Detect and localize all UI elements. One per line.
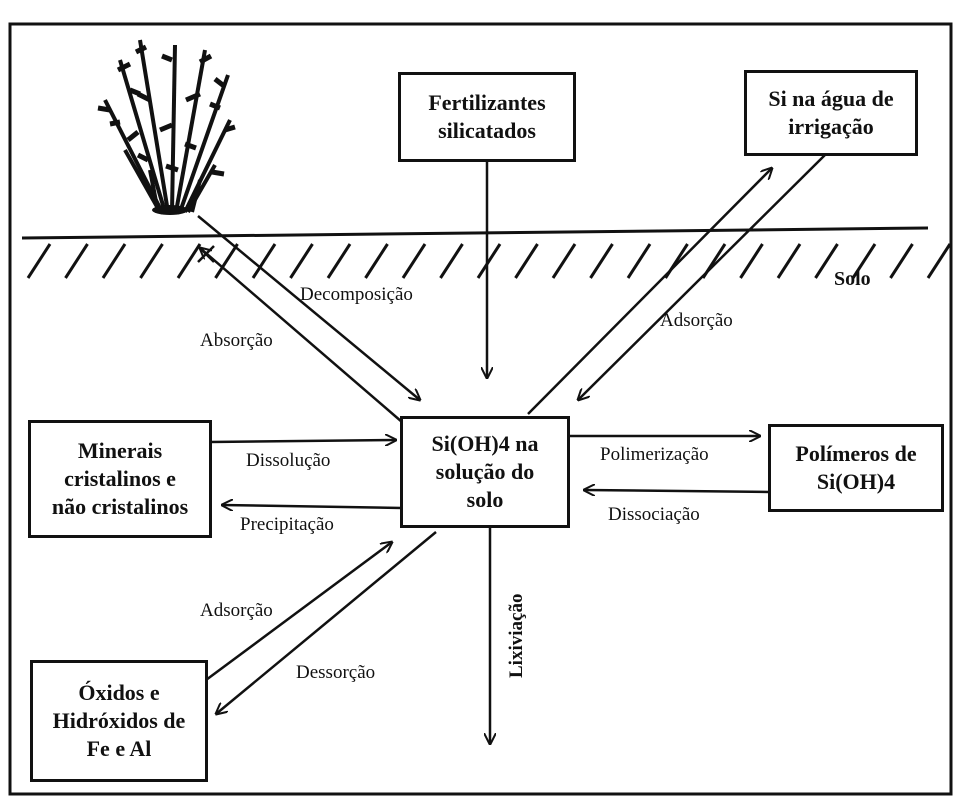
soil-hatch-line <box>514 243 539 279</box>
node-fertilizantes-line1: Fertilizantes <box>428 89 546 115</box>
node-polimeros: Polímeros de Si(OH)4 <box>768 424 944 512</box>
node-minerais-line1: Minerais <box>77 437 163 463</box>
soil-hatch-line <box>101 243 127 279</box>
soil-hatch-line <box>401 243 427 279</box>
label-solo: Solo <box>834 268 871 290</box>
soil-hatch-line <box>364 243 389 279</box>
diagram-border <box>8 22 953 796</box>
soil-hatch-line <box>589 243 614 279</box>
soil-hatch-line <box>551 243 577 279</box>
node-minerais-line2: cristalinos e <box>64 465 176 491</box>
node-polimeros-line1: Polímeros de <box>795 440 917 466</box>
node-solucao-line2: solução do <box>435 458 535 484</box>
node-si-agua-line1: Si na água de <box>768 85 894 111</box>
soil-hatch-line <box>289 243 314 279</box>
arrow-adsorcao-oxidos <box>205 542 392 682</box>
soil-hatch-line <box>889 243 914 279</box>
node-fertilizantes: Fertilizantes silicatados <box>398 72 576 162</box>
arrow-dissolucao <box>209 440 396 442</box>
arrow-irrigacao <box>578 149 831 400</box>
plant-icon <box>97 39 236 215</box>
node-solucao-line1: Si(OH)4 na <box>431 430 539 456</box>
node-polimeros-line2: Si(OH)4 <box>816 469 896 494</box>
soil-hatch-line <box>851 243 877 279</box>
arrow-absorcao <box>200 248 403 423</box>
soil-hatch-line <box>476 243 502 279</box>
label-precipitacao: Precipitação <box>240 514 334 535</box>
label-decomposicao: Decomposição <box>300 284 413 305</box>
soil-hatch-line <box>926 243 952 279</box>
soil-hatch-line <box>776 243 802 279</box>
soil-hatch-line <box>176 243 202 279</box>
soil-hatch-line <box>739 243 764 279</box>
arrow-dissociacao <box>584 490 771 492</box>
arrow-precipitacao <box>222 505 403 508</box>
soil-hatch-line <box>326 243 352 279</box>
soil-hatch-line <box>439 243 464 279</box>
node-oxidos-line2: Hidróxidos de <box>52 707 186 733</box>
label-adsorcao-agua: Adsorção <box>660 310 733 331</box>
label-dissolucao: Dissolução <box>246 450 331 471</box>
soil-hatch-line <box>139 243 164 279</box>
soil-hatch-line <box>626 243 652 279</box>
arrow-adsorcao-agua <box>527 168 772 415</box>
node-fertilizantes-line2: silicatados <box>438 118 536 143</box>
arrow-decomposicao <box>197 215 420 400</box>
label-polimerizacao: Polimerização <box>600 444 709 465</box>
soil-hatch-line <box>64 243 89 279</box>
label-dissociacao: Dissociação <box>608 504 700 525</box>
node-minerais-line3: não cristalinos <box>51 494 189 520</box>
soil-hatch-line <box>251 243 277 279</box>
soil-cross-mark <box>197 245 215 263</box>
label-dessorcao: Dessorção <box>296 662 376 683</box>
label-lixiviacao: Lixiviação <box>506 593 527 678</box>
node-oxidos-line1: Óxidos e <box>78 679 160 705</box>
node-si-agua-line2: irrigação <box>788 114 874 139</box>
soil-hatch-line <box>214 243 239 279</box>
soil-hatch-line <box>26 243 52 279</box>
soil-surface-line <box>21 226 929 240</box>
node-si-agua: Si na água de irrigação <box>744 70 918 156</box>
node-oxidos-line3: Fe e Al <box>86 736 152 762</box>
arrow-dessorcao <box>216 531 437 714</box>
node-solucao: Si(OH)4 na solução do solo <box>400 416 570 528</box>
label-absorcao: Absorção <box>200 330 273 351</box>
soil-hatching <box>26 243 952 279</box>
node-oxidos: Óxidos e Hidróxidos de Fe e Al <box>30 660 208 782</box>
label-adsorcao-oxidos: Adsorção <box>200 600 273 621</box>
soil-hatch-line <box>814 243 839 279</box>
node-minerais: Minerais cristalinos e não cristalinos <box>28 420 212 538</box>
node-solucao-line3: solo <box>466 487 504 513</box>
